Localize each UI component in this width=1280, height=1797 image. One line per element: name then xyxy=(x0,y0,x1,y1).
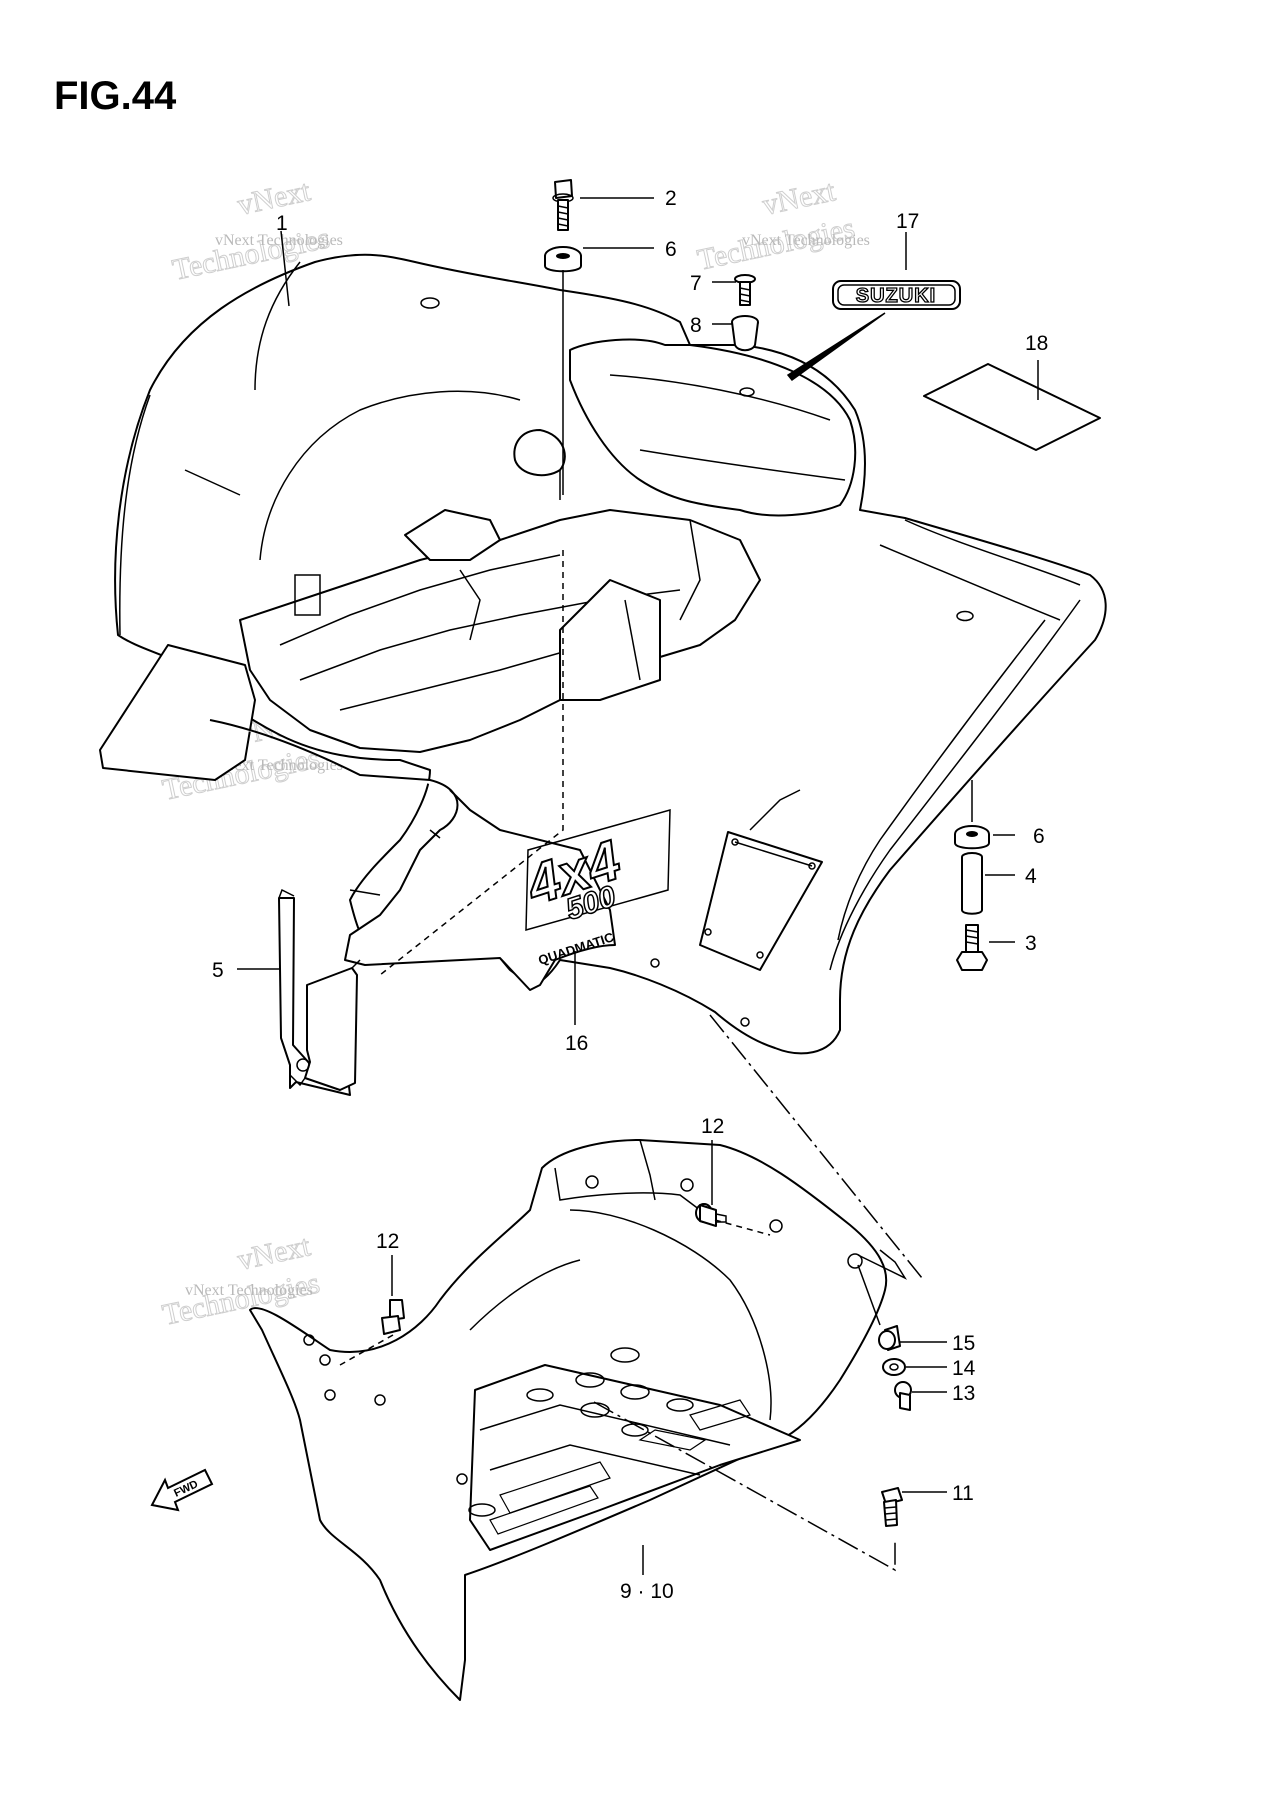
assembly-line xyxy=(857,1264,881,1326)
watermark-text: vNext Technologies xyxy=(185,1282,313,1299)
bolt-part-12-upper xyxy=(695,1203,727,1227)
callout-12-upper: 12 xyxy=(701,1115,724,1138)
callout-2: 2 xyxy=(665,187,677,210)
watermark-text: vNext xyxy=(235,174,314,222)
washer-part-14 xyxy=(882,1358,906,1376)
callout-labels: 1 2 3 4 5 6 6 7 8 9 · 10 11 12 12 13 14 … xyxy=(212,187,1048,1603)
assembly-line-dashed xyxy=(379,550,564,976)
watermark-text: vNext Technologies xyxy=(215,232,343,249)
watermark-text: vNext Technologies xyxy=(215,757,343,774)
bolt-part-3 xyxy=(956,924,988,971)
emblem-brand-text: SUZUKI xyxy=(856,285,936,307)
callout-11: 11 xyxy=(952,1482,974,1505)
watermark-text: vNext Technologies xyxy=(742,232,870,249)
label-sticker-part-18 xyxy=(923,363,1101,451)
reference-line xyxy=(709,1014,923,1279)
fwd-arrow-icon: FWD xyxy=(150,1468,214,1512)
callout-9-10: 9 · 10 xyxy=(620,1580,674,1603)
callout-1: 1 xyxy=(276,212,288,235)
callout-7: 7 xyxy=(690,272,702,295)
callout-6-top: 6 xyxy=(665,238,677,261)
bolt-part-12-left xyxy=(381,1299,405,1335)
figure-title: FIG.44 xyxy=(54,74,177,118)
bolt-part-11 xyxy=(881,1487,903,1527)
callout-14: 14 xyxy=(952,1357,976,1380)
suzuki-emblem-part-17: SUZUKI xyxy=(786,280,961,382)
footrest-guard-part-9-10 xyxy=(249,1139,908,1701)
tread-dots xyxy=(489,1399,751,1535)
screw-part-13 xyxy=(894,1381,912,1411)
reference-line xyxy=(593,1401,896,1572)
bracket-part-5 xyxy=(278,888,361,1096)
watermark-text: vNext xyxy=(760,174,839,222)
callout-13: 13 xyxy=(952,1382,975,1405)
screw-part-7 xyxy=(734,274,756,306)
callout-15: 15 xyxy=(952,1332,975,1355)
nut-part-8 xyxy=(731,315,759,352)
nut-part-15 xyxy=(878,1325,901,1351)
rear-fender-part-1 xyxy=(99,253,1107,1055)
callout-12-left: 12 xyxy=(376,1230,399,1253)
bolt-part-2 xyxy=(552,179,574,231)
callout-18: 18 xyxy=(1025,332,1048,355)
callout-6-right: 6 xyxy=(1033,825,1045,848)
callout-17: 17 xyxy=(896,210,919,233)
callout-3: 3 xyxy=(1025,932,1037,955)
leader-lines xyxy=(237,197,1039,1575)
collar-part-4 xyxy=(961,852,983,915)
callout-8: 8 xyxy=(690,314,702,337)
callout-16: 16 xyxy=(565,1032,588,1055)
watermark-bottom-left: Technologies vNext Technologies vNext xyxy=(159,1229,323,1333)
grommet-part-6-right xyxy=(954,825,990,850)
watermark-top-center: Technologies vNext Technologies vNext xyxy=(694,174,870,278)
grommet-part-6-top xyxy=(544,246,582,273)
callout-5: 5 xyxy=(212,959,224,982)
assembly-line-dashed xyxy=(714,1219,771,1236)
callout-4: 4 xyxy=(1025,865,1037,888)
